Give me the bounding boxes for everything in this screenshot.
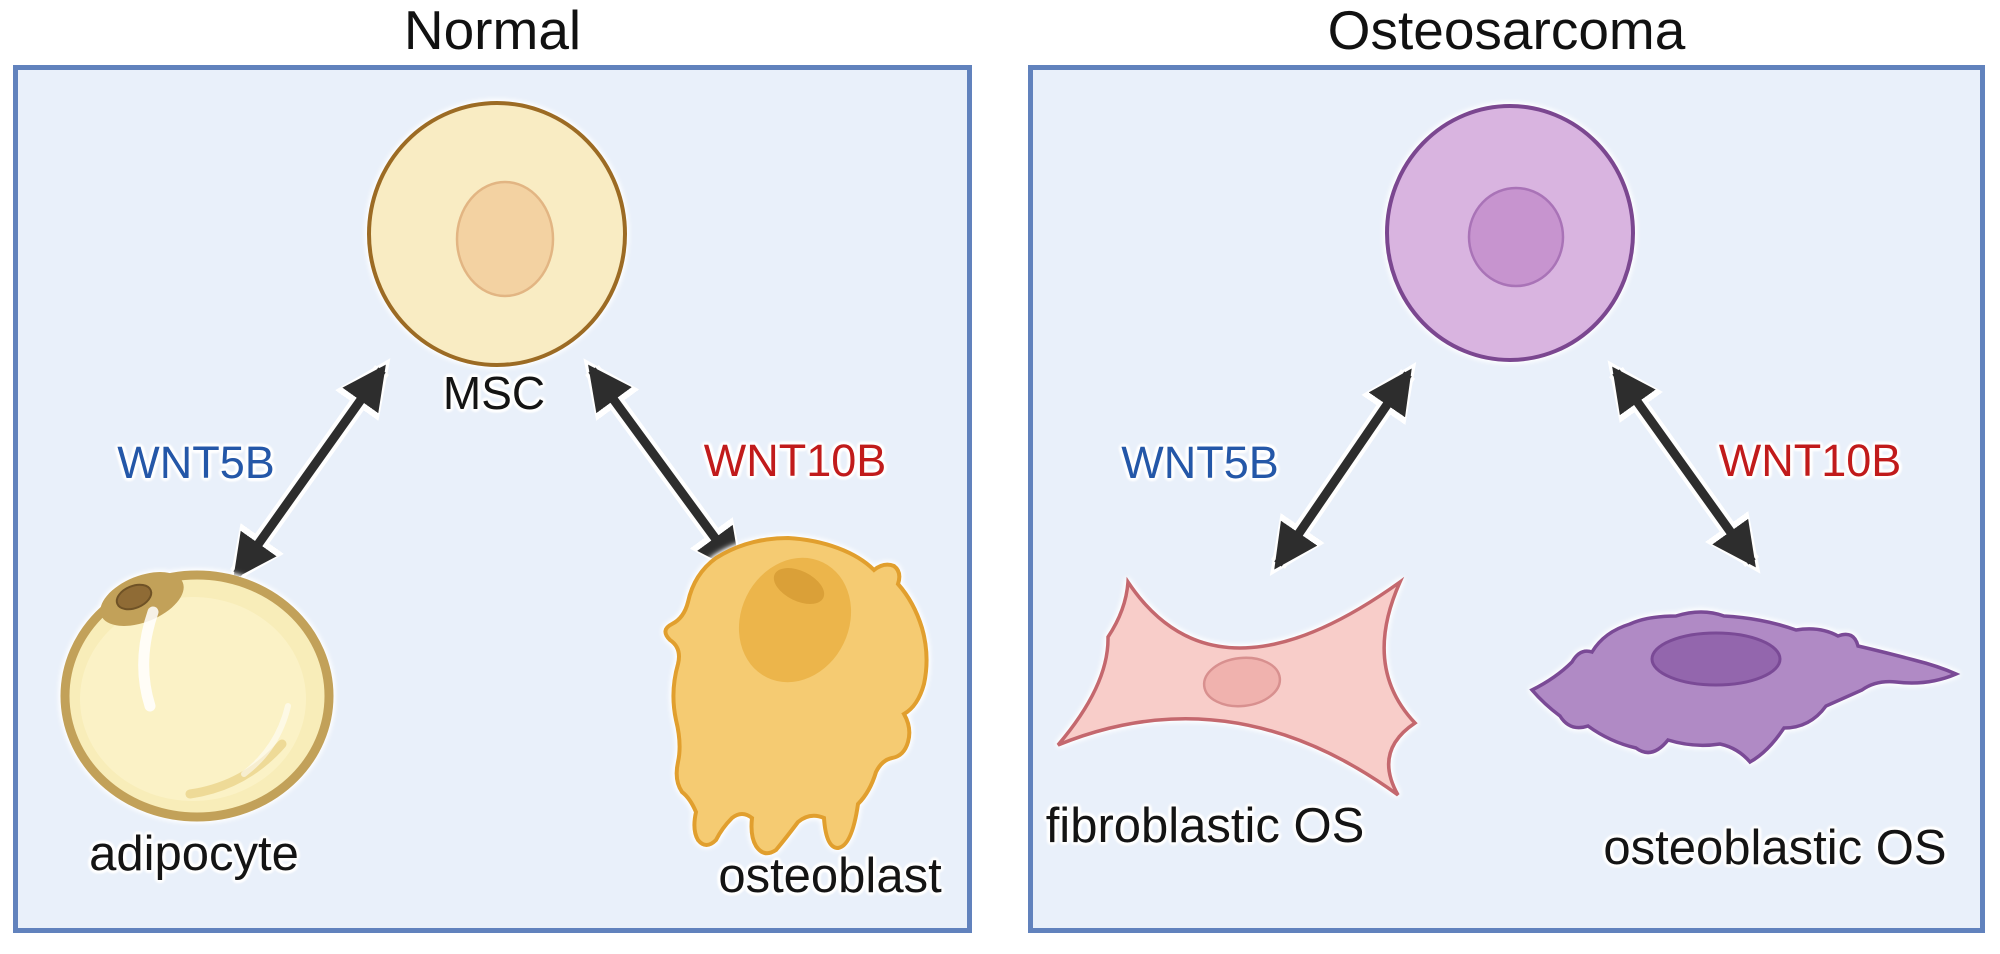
osteosarcoma-cell [1385,104,1635,362]
adipocyte-lipid [80,597,306,801]
double-arrow [233,364,386,580]
wnt10b-arrow-osteosarcoma [1616,372,1752,562]
adipocyte-shadow [185,739,287,799]
wnt5b-label-osteosarcoma: WNT5B [1121,437,1279,488]
adipocyte-highlight [138,606,159,712]
osteosarcoma-cell-nucleus [1467,186,1565,288]
wnt5b-arrow-normal [237,370,382,574]
fibroblastic-os-label: fibroblastic OS [1045,799,1365,853]
fibroblastic-os-nucleus [1202,656,1282,708]
wnt5b-arrow-osteosarcoma [1278,374,1408,564]
osteoblast-cell [663,535,929,856]
fibroblastic-os-cell [1056,576,1418,797]
msc-cell [367,101,627,367]
wnt10b-label-osteosarcoma: WNT10B [1718,435,1902,486]
double-arrow [588,364,741,574]
adipocyte-cell [60,570,334,822]
osteoblastic-os-cell [1529,610,1961,765]
adipocyte-highlight-2 [241,703,291,777]
osteoblast-nucleolus [773,568,825,604]
osteosarcoma-panel-title: Osteosarcoma [1327,0,1686,61]
double-arrow [1612,366,1756,568]
osteoblast-body [663,535,929,856]
osteoblast-label: osteoblast [718,849,942,903]
osteoblastic-os-label: osteoblastic OS [1603,821,1947,875]
wnt10b-label-normal: WNT10B [703,435,887,486]
adipocyte-nucleus [115,583,153,611]
wnt5b-label-normal: WNT5B [117,437,275,488]
adipocyte-label: adipocyte [89,827,299,881]
wnt10b-arrow-normal [592,370,737,568]
double-arrow [1274,368,1412,570]
normal-panel-title: Normal [403,0,582,61]
msc-cell-nucleus [455,180,555,298]
osteoblastic-os-nucleus [1650,631,1782,687]
msc-label: MSC [442,367,546,419]
osteoblastic-os-body [1529,610,1961,765]
